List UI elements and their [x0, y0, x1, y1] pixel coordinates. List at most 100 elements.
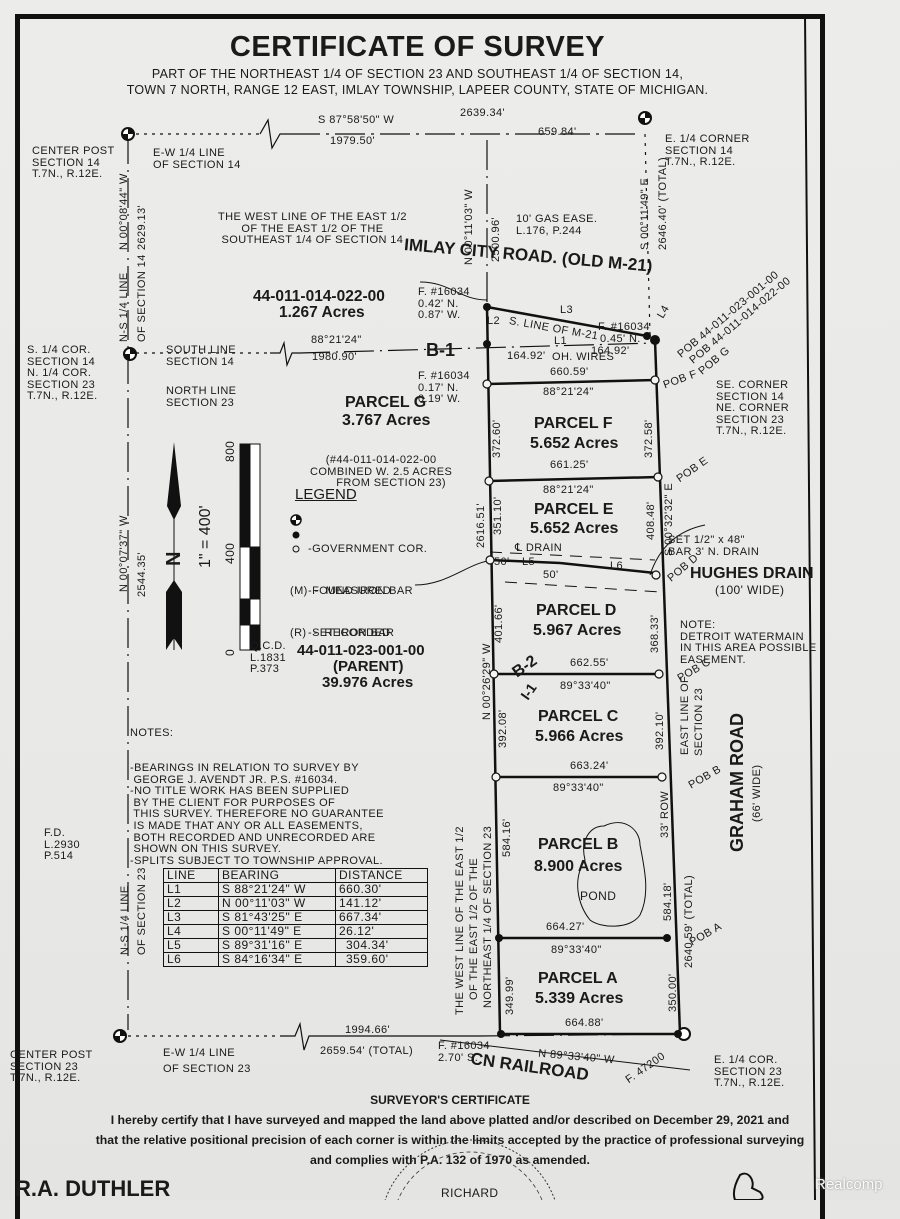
surveyor-name: R.A. DUTHLER [15, 1176, 171, 1201]
certificate-line-3: and complies with P.A. 132 of 1970 as am… [310, 1153, 590, 1167]
parcel-c-south: 663.24' [570, 760, 609, 772]
parcel-d-south: 662.55' [570, 657, 609, 669]
government-corner-icons [113, 111, 691, 1043]
ew-14-total: 2639.34' [460, 107, 506, 119]
hughes-drain-width: (100' WIDE) [715, 583, 785, 597]
subtitle-line-1: PART OF THE NORTHEAST 1/4 OF SECTION 23 … [151, 67, 684, 81]
south-line-14-bearing: 88°21'24" [311, 334, 362, 346]
b1-label: B-1 [426, 340, 456, 360]
ew-23-total: 2659.54' (TOTAL) [320, 1045, 414, 1057]
parcel-e-name: PARCEL E [534, 501, 614, 518]
l3-label: L3 [560, 304, 574, 316]
parcel-f-acres: 5.652 Acres [530, 435, 619, 452]
parcel-f-north: 660.59' [550, 366, 589, 378]
parcel-b-acres: 8.900 Acres [534, 858, 623, 875]
parcel-b-bearing: 89°33'40" [553, 782, 604, 794]
legend-government-corner: -GOVERNMENT COR. [308, 543, 428, 555]
parcel-f-south: 661.25' [550, 459, 589, 471]
pond-label: POND [580, 889, 617, 903]
legend-recorded: (R) - RECORDED [290, 627, 391, 639]
ew-23-distance: 1994.66' [345, 1024, 391, 1036]
legend-set-iron-bar: -SET IRON BAR [308, 627, 395, 639]
subtitle-line-2: TOWN 7 NORTH, RANGE 12 EAST, IMLAY TOWNS… [126, 83, 709, 97]
parcel-b-south: 664.27' [546, 921, 585, 933]
parcel-c-name: PARCEL C [538, 708, 619, 725]
parcel-a-name: PARCEL A [538, 970, 618, 987]
l6-label: L6 [610, 560, 624, 572]
certificate-title: SURVEYOR'S CERTIFICATE [370, 1093, 530, 1107]
parcel-a-bearing: 89°33'40" [551, 944, 602, 956]
legend-list: -GOVERNMENT COR. -FOUND IRON BAR -SET IR… [308, 514, 427, 668]
set-bar-note: SET 1/2" x 48"BAR 3' N. DRAIN [668, 534, 760, 558]
parcel-f-bearing: 88°21'24" [543, 386, 594, 398]
south-line-14-distance: 1980.90' [312, 351, 358, 363]
parcel-c-bearing: 89°33'40" [560, 680, 611, 692]
ew-14-distance: 1979.50' [330, 135, 376, 147]
parent-parcel-label: (PARENT) [333, 658, 404, 675]
drain-50-west: 50' [494, 556, 510, 568]
legend-abbrev: (M) - MEASURED (R) - RECORDED [290, 556, 391, 668]
oh-wires-label: OH. WIRES [552, 351, 615, 363]
legend-title: LEGEND [295, 486, 357, 503]
parent-parcel-acres: 39.976 Acres [322, 674, 414, 691]
legend-measured: (M) - MEASURED [290, 585, 392, 597]
notes-block: NOTES: -BEARINGS IN RELATION TO SURVEY B… [130, 727, 384, 867]
m21-west-distance: 164.92' [507, 350, 546, 362]
parcel-f-name: PARCEL F [534, 415, 613, 432]
parcel-e-acres: 5.652 Acres [530, 520, 619, 537]
gas-easement-note: 10' GAS EASE.L.176, P.244 [516, 213, 598, 237]
drawing-border [15, 14, 825, 1219]
certificate-line-1: I hereby certify that I have surveyed an… [110, 1113, 790, 1127]
l5-label: L5 [522, 556, 536, 568]
parent-parcel-id: 44-011-023-001-00 [297, 642, 425, 659]
parcel-a-south: 664.88' [565, 1017, 604, 1029]
m21-east-distance: 164.92' [591, 345, 630, 357]
parcel-c-acres: 5.966 Acres [535, 728, 624, 745]
parcel-022-acres: 1.267 Acres [279, 304, 365, 321]
watermark: Realcomp [815, 1176, 883, 1193]
l1-label: L1 [554, 335, 568, 347]
parcel-g-acres: 3.767 Acres [342, 412, 431, 429]
parcel-e-bearing: 88°21'24" [543, 484, 594, 496]
ew-14-bearing: S 87°58'50" W [318, 114, 395, 126]
drain-centerline-label: ℄ DRAIN [515, 542, 563, 554]
drain-50-east: 50' [543, 569, 559, 581]
hughes-drain-label: HUGHES DRAIN [690, 565, 814, 582]
parcel-022-id: 44-011-014-022-00 [253, 288, 385, 305]
document-title: CERTIFICATE OF SURVEY [229, 31, 606, 63]
seal-name: RICHARD [441, 1186, 499, 1200]
parcel-g-name: PARCEL G [345, 394, 427, 411]
legend-found-iron-bar: -FOUND IRON BAR [308, 585, 413, 597]
parcel-a-acres: 5.339 Acres [535, 990, 624, 1007]
l2-label: L2 [487, 315, 501, 327]
certificate-line-2: that the relative positional precision o… [95, 1133, 805, 1147]
parcel-b-name: PARCEL B [538, 836, 619, 853]
